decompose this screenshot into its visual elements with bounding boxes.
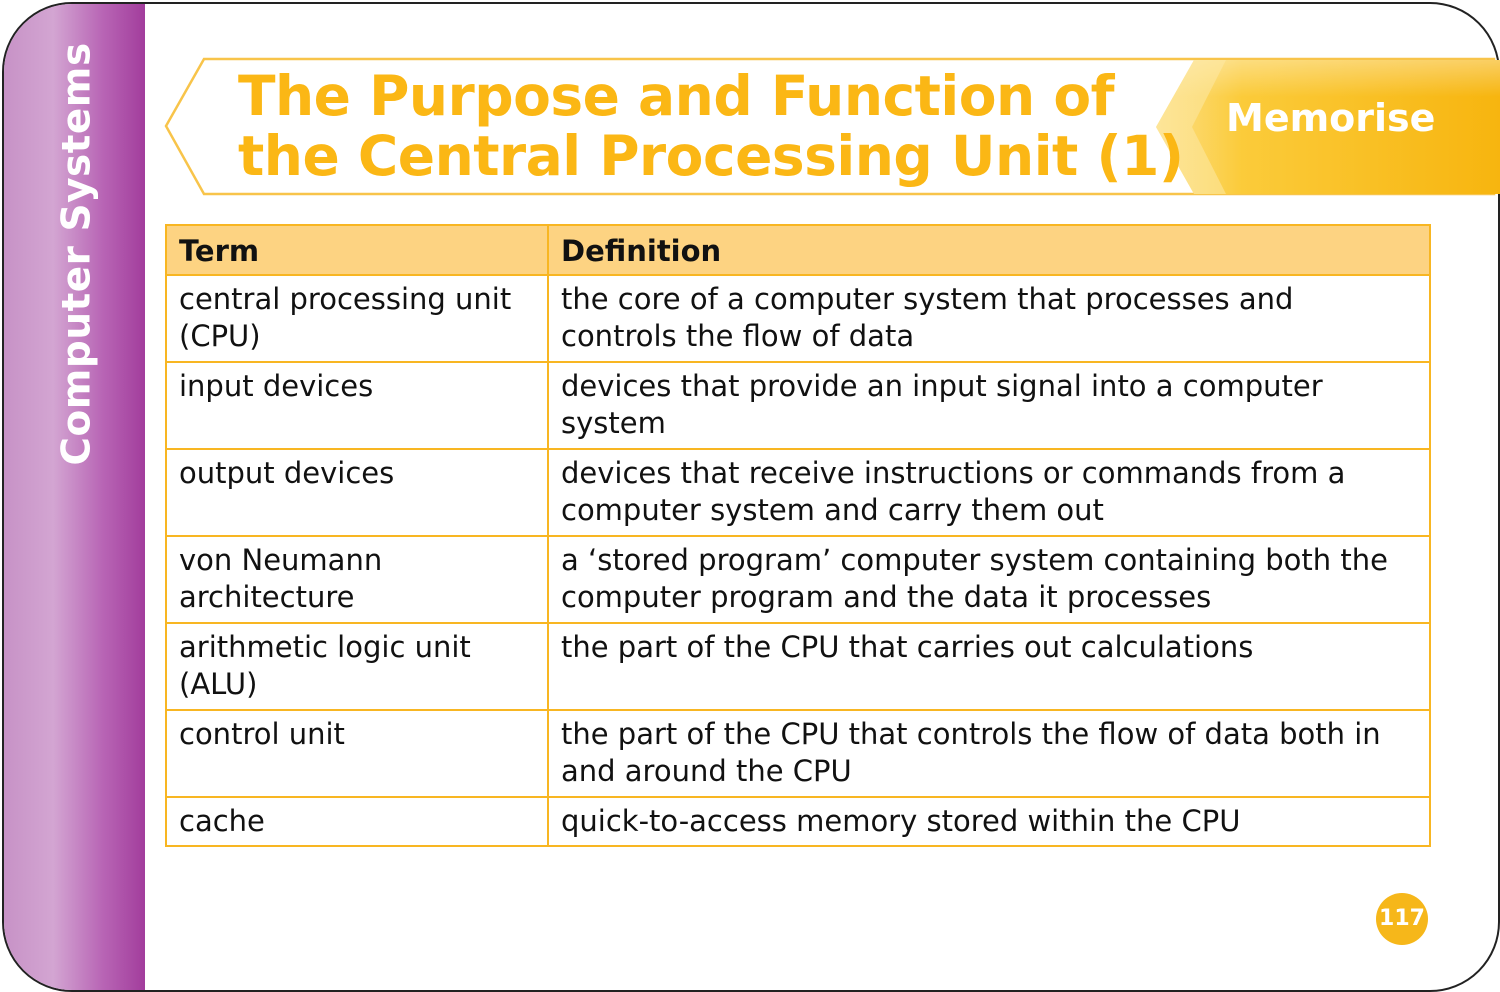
- memorise-tab-highlight: [1156, 60, 1500, 127]
- definition-cell: devices that receive instructions or com…: [547, 448, 1431, 537]
- page-number-badge: 117: [1376, 893, 1428, 945]
- banner-outline: [164, 57, 1496, 196]
- table-header-row: Term Definition: [165, 224, 1431, 276]
- definitions-table: Term Definition central processing unit …: [165, 224, 1431, 847]
- banner-shape: [164, 57, 1500, 196]
- table-row: central processing unit (CPU) the core o…: [165, 274, 1431, 363]
- table-row: arithmetic logic unit (ALU) the part of …: [165, 622, 1431, 711]
- term-cell: cache: [165, 796, 549, 847]
- table-row: output devices devices that receive inst…: [165, 448, 1431, 537]
- table-row: control unit the part of the CPU that co…: [165, 709, 1431, 798]
- term-cell: arithmetic logic unit (ALU): [165, 622, 549, 711]
- header-term: Term: [165, 224, 549, 276]
- header-definition: Definition: [547, 224, 1431, 276]
- page-title: The Purpose and Function of the Central …: [238, 66, 1184, 186]
- term-cell: von Neumann architecture: [165, 535, 549, 624]
- definition-cell: the core of a computer system that proce…: [547, 274, 1431, 363]
- definition-cell: devices that provide an input signal int…: [547, 361, 1431, 450]
- section-label: Computer Systems: [54, 42, 100, 466]
- title-line-1: The Purpose and Function of: [238, 64, 1115, 128]
- term-cell: input devices: [165, 361, 549, 450]
- definition-cell: quick-to-access memory stored within the…: [547, 796, 1431, 847]
- title-line-2: the Central Processing Unit (1): [238, 124, 1184, 188]
- definition-cell: a ‘stored program’ computer system conta…: [547, 535, 1431, 624]
- memorise-label: Memorise: [1226, 96, 1436, 140]
- title-banner: The Purpose and Function of the Central …: [164, 56, 1500, 198]
- sidebar-band: Computer Systems: [4, 4, 145, 990]
- term-cell: output devices: [165, 448, 549, 537]
- term-cell: control unit: [165, 709, 549, 798]
- term-cell: central processing unit (CPU): [165, 274, 549, 363]
- memorise-tab-chevron: [1156, 60, 1226, 194]
- table-row: von Neumann architecture a ‘stored progr…: [165, 535, 1431, 624]
- definition-cell: the part of the CPU that controls the fl…: [547, 709, 1431, 798]
- definition-cell: the part of the CPU that carries out cal…: [547, 622, 1431, 711]
- table-row: input devices devices that provide an in…: [165, 361, 1431, 450]
- table-row: cache quick-to-access memory stored with…: [165, 796, 1431, 847]
